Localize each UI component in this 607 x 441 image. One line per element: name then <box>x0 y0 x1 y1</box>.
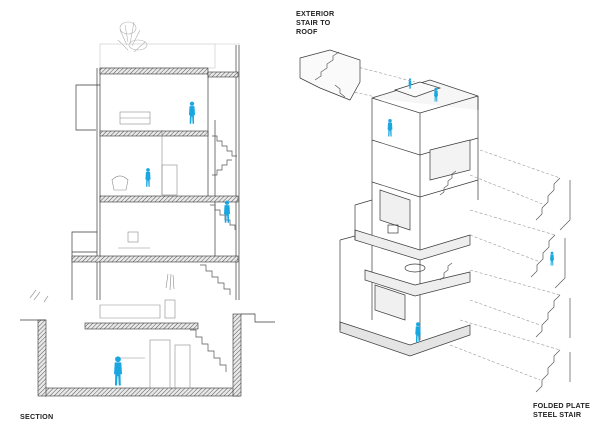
section-label: SECTION <box>20 412 54 421</box>
exterior-stair-label: EXTERIOR STAIR TO ROOF <box>296 9 334 36</box>
floor-slabs <box>37 67 242 397</box>
section-drawing <box>20 21 275 397</box>
exterior-stair-to-roof <box>299 49 361 101</box>
roof-plants <box>99 21 240 69</box>
exterior-stair-label-line2: STAIR TO <box>296 18 331 27</box>
tower-volume <box>339 79 479 357</box>
folded-stair-label: FOLDED PLATE STEEL STAIR <box>533 401 590 419</box>
exterior-stair-label-line3: ROOF <box>296 27 318 36</box>
people-section <box>114 101 231 386</box>
folded-stair-label-line2: STEEL STAIR <box>533 410 582 419</box>
folded-stair-label-line1: FOLDED PLATE <box>533 401 590 410</box>
folded-plate-steel-stairs <box>530 177 571 393</box>
axonometric-drawing <box>299 49 571 393</box>
exterior-stair-label-line1: EXTERIOR <box>296 9 335 18</box>
